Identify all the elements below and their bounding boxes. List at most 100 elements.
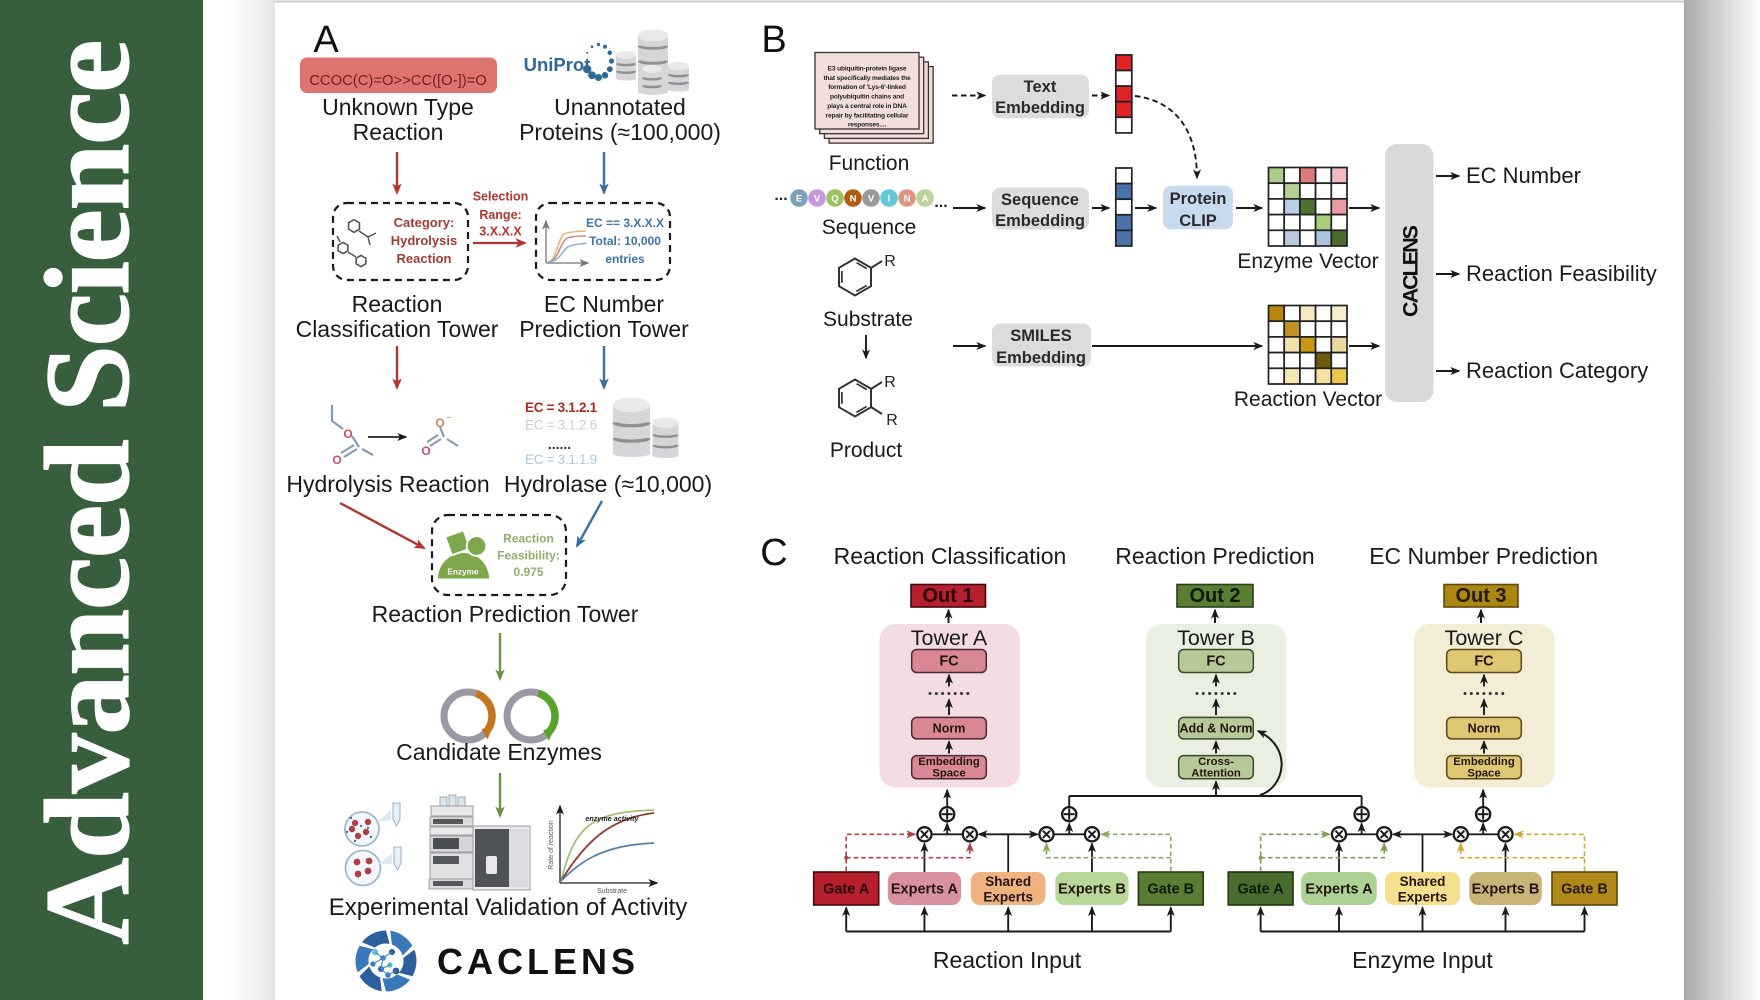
svg-text:FC: FC <box>1206 654 1226 670</box>
svg-text:EC = 3.1.2.1: EC = 3.1.2.1 <box>525 400 598 415</box>
svg-text:Protein: Protein <box>1170 190 1227 208</box>
svg-text:0.975: 0.975 <box>513 565 543 579</box>
svg-text:Out 1: Out 1 <box>922 585 973 607</box>
svg-text:Hydrolysis: Hydrolysis <box>391 233 457 248</box>
svg-text:A: A <box>922 194 929 205</box>
svg-text:entries: entries <box>605 252 645 266</box>
svg-text:Function: Function <box>829 152 910 175</box>
svg-text:that specifically mediates the: that specifically mediates the <box>823 75 911 82</box>
svg-text:plays a central role in DNA: plays a central role in DNA <box>827 103 907 110</box>
svg-text:CACLENS: CACLENS <box>1399 225 1423 317</box>
svg-text:Tower A: Tower A <box>911 626 988 650</box>
svg-text:Embedding: Embedding <box>995 212 1085 230</box>
svg-text:Category:: Category: <box>394 215 455 230</box>
svg-text:Experimental Validation of Act: Experimental Validation of Activity <box>329 894 687 921</box>
svg-text:Product: Product <box>830 439 903 462</box>
svg-text:formation of 'Lys-6'-linked: formation of 'Lys-6'-linked <box>828 84 906 91</box>
svg-text:polyubiquitin chains and: polyubiquitin chains and <box>830 94 904 101</box>
svg-text:–: – <box>446 412 451 422</box>
svg-text:FC: FC <box>1474 654 1494 670</box>
svg-text:Enzyme: Enzyme <box>447 567 479 577</box>
svg-text:Gate A: Gate A <box>823 882 870 898</box>
svg-text:Out 3: Out 3 <box>1455 585 1506 607</box>
svg-text:Candidate Enzymes: Candidate Enzymes <box>396 739 602 765</box>
svg-text:repair by facilitating cellula: repair by facilitating cellular <box>826 112 910 119</box>
svg-text:Reaction Classification: Reaction Classification <box>834 543 1067 569</box>
svg-text:V: V <box>868 194 875 205</box>
svg-text:...: ... <box>934 194 947 211</box>
svg-text:EC == 3.X.X.X: EC == 3.X.X.X <box>586 216 664 230</box>
svg-text:Enzyme Vector: Enzyme Vector <box>1237 250 1378 273</box>
svg-text:Experts: Experts <box>983 890 1033 905</box>
svg-text:Add & Norm: Add & Norm <box>1180 722 1253 736</box>
svg-text:CACLENS: CACLENS <box>437 941 639 982</box>
svg-text:Rate of reaction: Rate of reaction <box>548 820 555 870</box>
svg-text:EC = 3.1.1.9: EC = 3.1.1.9 <box>525 452 597 467</box>
svg-text:3.X.X.X: 3.X.X.X <box>479 225 522 239</box>
svg-text:N: N <box>904 194 911 205</box>
svg-text:......: ...... <box>548 436 571 452</box>
svg-text:R: R <box>884 253 896 270</box>
svg-text:Embedding: Embedding <box>1453 756 1515 768</box>
svg-text:B: B <box>761 19 786 61</box>
svg-text:Experts B: Experts B <box>1472 882 1540 898</box>
svg-text:Out 2: Out 2 <box>1189 585 1240 607</box>
svg-text:Hydrolase (≈10,000): Hydrolase (≈10,000) <box>504 471 712 497</box>
svg-text:O: O <box>435 416 444 430</box>
svg-text:UniProt: UniProt <box>524 54 591 75</box>
svg-text:Substrate: Substrate <box>597 888 627 895</box>
svg-text:responses....: responses.... <box>848 122 887 129</box>
svg-text:Unannotated: Unannotated <box>554 94 686 120</box>
svg-text:Prediction Tower: Prediction Tower <box>519 316 689 342</box>
svg-text:EC Number Prediction: EC Number Prediction <box>1369 543 1598 569</box>
svg-text:N: N <box>850 194 857 205</box>
svg-text:Q: Q <box>831 194 838 205</box>
svg-text:Substrate: Substrate <box>823 308 913 331</box>
svg-text:V: V <box>814 194 821 205</box>
svg-text:EC = 3.1.2.6: EC = 3.1.2.6 <box>525 418 597 433</box>
svg-text:Feasibility:: Feasibility: <box>497 549 560 563</box>
svg-text:Gate B: Gate B <box>1147 882 1194 898</box>
svg-text:R: R <box>886 412 898 429</box>
svg-text:CLIP: CLIP <box>1179 212 1217 230</box>
svg-text:SMILES: SMILES <box>1010 327 1071 345</box>
svg-text:Total: 10,000: Total: 10,000 <box>589 234 661 248</box>
svg-text:Tower B: Tower B <box>1177 626 1255 650</box>
svg-text:Experts A: Experts A <box>1305 882 1373 898</box>
svg-text:Reaction Prediction Tower: Reaction Prediction Tower <box>372 601 639 627</box>
svg-text:EC Number: EC Number <box>544 291 664 317</box>
svg-text:Embedding: Embedding <box>918 756 980 768</box>
svg-text:Tower C: Tower C <box>1445 626 1524 650</box>
svg-text:Selection: Selection <box>473 190 529 204</box>
svg-text:R: R <box>884 374 896 391</box>
svg-text:Experts B: Experts B <box>1058 882 1126 898</box>
svg-text:E: E <box>796 194 802 205</box>
svg-text:Reaction: Reaction <box>352 291 443 317</box>
svg-text:Space: Space <box>932 768 965 780</box>
svg-text:O: O <box>343 427 352 441</box>
svg-text:Classification Tower: Classification Tower <box>296 316 499 342</box>
svg-text:Reaction: Reaction <box>397 251 452 266</box>
svg-text:Cross-: Cross- <box>1198 756 1234 768</box>
svg-text:Sequence: Sequence <box>822 216 917 239</box>
svg-text:Reaction Vector: Reaction Vector <box>1234 388 1382 411</box>
svg-text:Unknown Type: Unknown Type <box>322 94 474 120</box>
svg-text:Reaction: Reaction <box>503 532 554 546</box>
svg-text:Proteins (≈100,000): Proteins (≈100,000) <box>519 119 721 145</box>
svg-text:Enzyme Input: Enzyme Input <box>1352 947 1493 973</box>
svg-text:Attention: Attention <box>1191 768 1241 780</box>
svg-text:O: O <box>332 453 341 467</box>
svg-text:I: I <box>888 194 891 205</box>
svg-text:Reaction: Reaction <box>353 119 444 145</box>
svg-text:C: C <box>760 532 787 574</box>
svg-text:Experts: Experts <box>1398 890 1448 905</box>
svg-text:Shared: Shared <box>985 874 1031 889</box>
svg-text:Norm: Norm <box>1468 722 1501 736</box>
svg-text:EC Number: EC Number <box>1466 163 1581 188</box>
svg-text:Norm: Norm <box>933 722 966 736</box>
svg-text:Reaction Input: Reaction Input <box>933 947 1082 973</box>
svg-text:A: A <box>313 19 339 61</box>
svg-text:Range:: Range: <box>479 208 521 222</box>
svg-text:E3 ubiquitin-protein ligase: E3 ubiquitin-protein ligase <box>828 66 907 73</box>
svg-text:enzyme activity: enzyme activity <box>585 814 639 823</box>
